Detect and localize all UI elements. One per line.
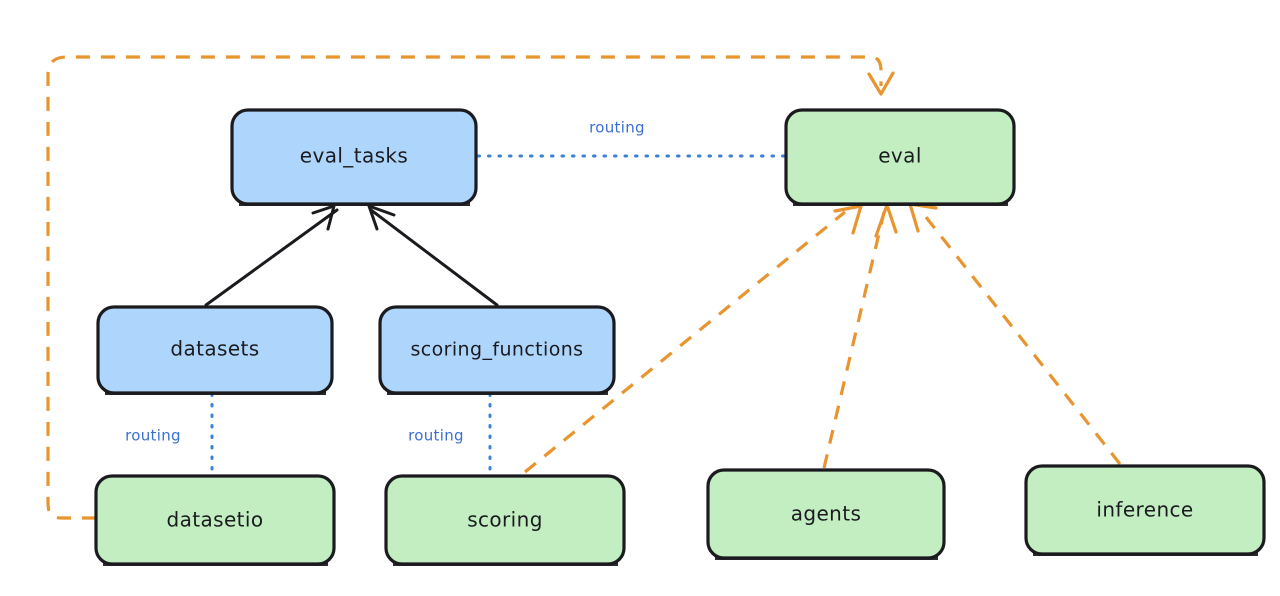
edge-agents-to-eval xyxy=(822,203,898,469)
node-datasets[interactable]: datasets xyxy=(96,305,334,395)
node-label-scoring-functions: scoring_functions xyxy=(411,339,584,361)
node-label-inference: inference xyxy=(1096,498,1193,522)
node-datasetio[interactable]: datasetio xyxy=(94,474,336,566)
node-eval[interactable]: eval xyxy=(784,108,1016,206)
node-label-eval: eval xyxy=(878,144,922,168)
node-label-eval-tasks: eval_tasks xyxy=(300,144,408,168)
node-label-agents: agents xyxy=(791,502,862,526)
edge-scoring-functions-to-scoring: routing xyxy=(408,392,492,480)
edge-scoring-functions-to-eval-tasks xyxy=(367,204,499,307)
edge-eval-tasks-to-eval: routing xyxy=(476,119,786,158)
edge-label-routing-datasets: routing xyxy=(125,427,181,445)
node-eval-tasks[interactable]: eval_tasks xyxy=(230,108,478,206)
node-agents[interactable]: agents xyxy=(706,468,946,560)
edge-datasetio-to-eval xyxy=(46,55,895,520)
edge-inference-to-eval xyxy=(908,202,1122,465)
edge-datasets-to-eval-tasks xyxy=(204,204,339,307)
node-scoring-functions[interactable]: scoring_functions xyxy=(378,305,616,395)
edge-datasets-to-datasetio: routing xyxy=(125,392,214,480)
node-inference[interactable]: inference xyxy=(1024,464,1266,556)
node-scoring[interactable]: scoring xyxy=(384,474,626,566)
node-label-datasetio: datasetio xyxy=(166,508,263,532)
edge-label-routing-scoring-functions: routing xyxy=(408,427,464,445)
node-label-datasets: datasets xyxy=(170,337,259,361)
node-label-scoring: scoring xyxy=(467,508,543,532)
edge-label-routing-top: routing xyxy=(589,119,645,137)
